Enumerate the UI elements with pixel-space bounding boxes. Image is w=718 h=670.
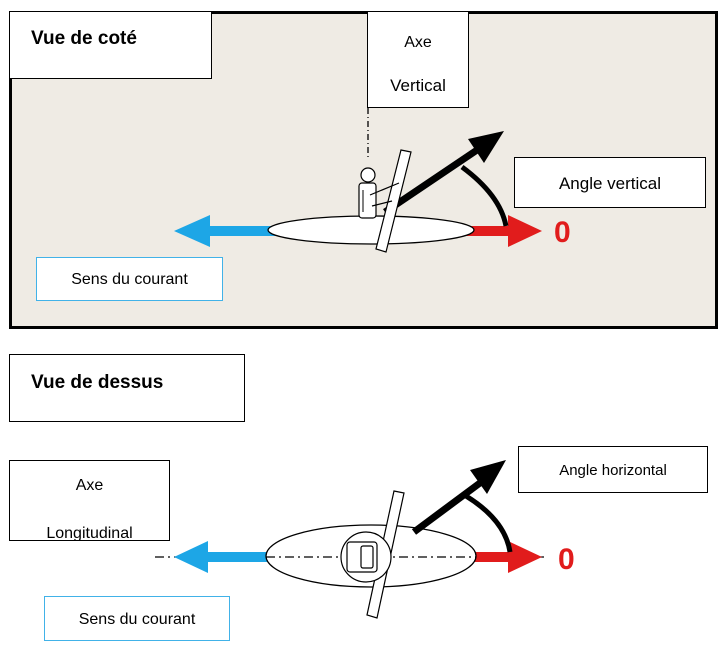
kayaker-side-icon	[358, 149, 412, 253]
top-view-title: Vue de dessus	[9, 354, 245, 422]
angle-arc-vertical	[460, 164, 509, 227]
vertical-axis-label-line1: Axe	[404, 34, 432, 51]
angle-arc-horizontal	[464, 493, 513, 553]
angle-horizontal-label: Angle horizontal	[518, 446, 708, 493]
current-arrow-top	[174, 541, 268, 573]
kayak-hull-side	[267, 215, 475, 245]
current-direction-label-side: Sens du courant	[36, 257, 223, 301]
kayaker-top-icon	[340, 490, 405, 619]
longitudinal-axis-label-box: Axe Longitudinal	[9, 460, 170, 541]
side-view-title: Vue de coté	[9, 11, 212, 79]
angle-arrow-top	[411, 460, 506, 535]
angle-arrow-side	[383, 131, 504, 215]
zero-label-side: 0	[554, 216, 571, 249]
vertical-axis-label-line2: Vertical	[390, 76, 446, 95]
angle-vertical-label: Angle vertical	[514, 157, 706, 208]
longitudinal-axis-label-line2: Longitudinal	[46, 525, 133, 541]
zero-label-top: 0	[558, 543, 575, 576]
vertical-axis-label-box: Axe Vertical	[367, 11, 469, 108]
longitudinal-axis-label-line1: Axe	[75, 477, 104, 494]
zero-arrow-top	[470, 541, 542, 573]
current-direction-label-top: Sens du courant	[44, 596, 230, 641]
